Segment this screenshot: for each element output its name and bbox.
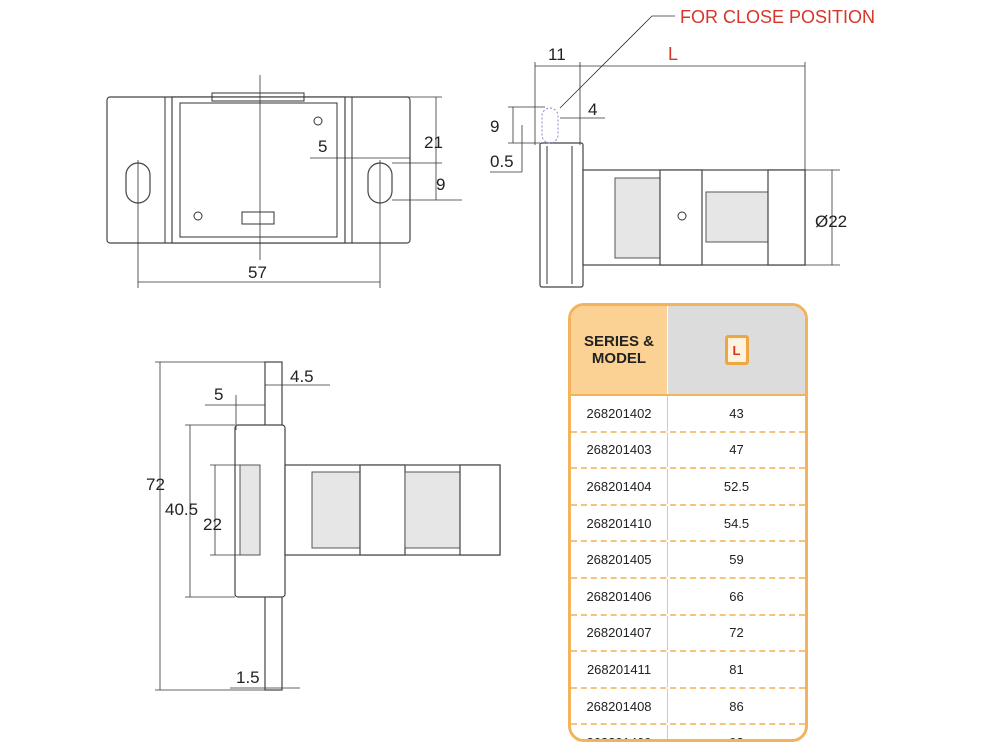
length-cell: 86 — [729, 698, 744, 714]
dim-L: L — [668, 44, 678, 64]
table-row: 268201411 81 — [571, 652, 805, 689]
dim-5-bottom: 5 — [214, 385, 223, 404]
length-cell: 47 — [729, 442, 744, 458]
model-cell: 268201408 — [571, 688, 668, 724]
header-series-model: SERIES & MODEL — [571, 306, 668, 394]
model-cell: 268201406 — [571, 578, 668, 614]
side-view: FOR CLOSE POSITION 11 L 9 4 0.5 Ø22 — [490, 7, 875, 288]
model-cell: 268201403 — [571, 432, 668, 468]
dim-57: 57 — [248, 263, 267, 282]
top-view: 72 40.5 22 4.5 5 1.5 — [146, 361, 501, 691]
model-cell: 268201402 — [571, 396, 668, 431]
length-cell: 59 — [729, 552, 744, 568]
dim-diameter: Ø22 — [815, 212, 847, 231]
length-cell: 66 — [729, 588, 744, 604]
model-cell: 268201407 — [571, 615, 668, 651]
dim-5: 5 — [318, 137, 327, 156]
dim-21: 21 — [424, 133, 443, 152]
table-row: 268201406 66 — [571, 578, 805, 616]
table-row: 268201405 59 — [571, 542, 805, 579]
dim-0-5: 0.5 — [490, 152, 514, 171]
model-cell: 268201410 — [571, 505, 668, 541]
length-cell: 52.5 — [723, 478, 750, 494]
length-cell: 92 — [668, 735, 805, 739]
length-cell: 81 — [729, 661, 744, 677]
table-row: 268201407 72 — [571, 615, 805, 653]
dim-1-5: 1.5 — [236, 668, 260, 687]
front-view: 57 21 9 5 — [106, 75, 462, 288]
length-cell: 54.5 — [723, 515, 750, 531]
model-cell: 268201409 — [571, 725, 668, 739]
table-row: 268201402 43 — [571, 396, 805, 433]
model-cell: 268201405 — [571, 542, 668, 577]
table-row: 268201408 86 — [571, 688, 805, 726]
table-row: 26820140992 — [571, 725, 805, 739]
length-cell: 72 — [729, 625, 744, 641]
dim-72: 72 — [146, 475, 165, 494]
model-cell: 268201404 — [571, 469, 668, 504]
model-cell: 268201411 — [571, 652, 668, 687]
dim-40-5: 40.5 — [165, 500, 198, 519]
dim-9: 9 — [436, 175, 445, 194]
table-row: 268201403 47 — [571, 432, 805, 470]
dim-4-5: 4.5 — [290, 367, 314, 386]
table-row: 268201404 52.5 — [571, 469, 805, 506]
dim-9-side: 9 — [490, 117, 499, 136]
table-row: 268201410 54.5 — [571, 505, 805, 543]
dim-22: 22 — [203, 515, 222, 534]
dim-11: 11 — [548, 45, 566, 64]
length-cell: 43 — [729, 405, 744, 421]
header-l-badge: L — [724, 335, 749, 365]
table-header: SERIES & MODEL L — [571, 306, 805, 396]
close-position-annotation: FOR CLOSE POSITION — [680, 7, 875, 27]
dim-4: 4 — [588, 100, 597, 119]
